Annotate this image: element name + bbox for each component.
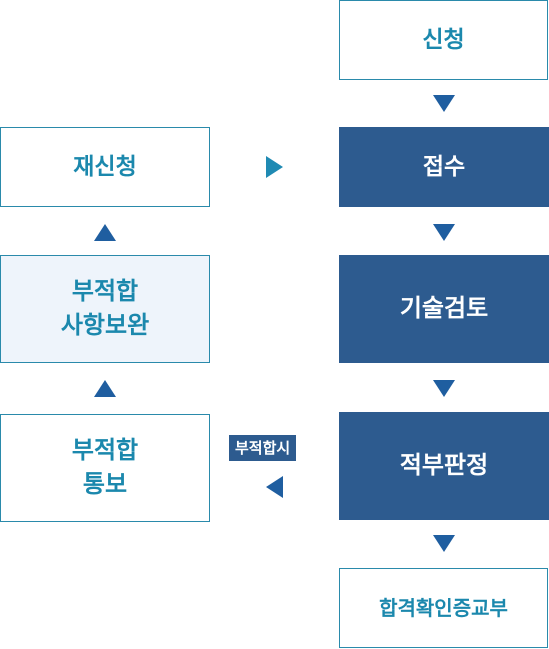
arrow-up-1	[94, 224, 116, 241]
arrow-down-1	[433, 95, 455, 112]
step-compliance-decision-label: 적부판정	[399, 451, 489, 480]
step-reapply: 재신청	[0, 127, 210, 207]
arrow-down-3	[433, 380, 455, 397]
step-nonconformity-notice-label: 부적합 통보	[71, 436, 139, 498]
if-nonconforming-tag: 부적합시	[229, 435, 297, 461]
step-apply-label: 신청	[422, 26, 465, 53]
step-apply: 신청	[339, 0, 548, 80]
step-nonconformity-supplement: 부적합 사항보완	[0, 255, 210, 363]
arrow-right-to-receipt	[266, 156, 283, 178]
step-reapply-label: 재신청	[73, 153, 137, 180]
step-nonconformity-notice: 부적합 통보	[0, 414, 210, 522]
arrow-up-2	[94, 380, 116, 397]
arrow-left-to-notice	[266, 476, 283, 498]
step-receipt: 접수	[339, 127, 549, 207]
step-certificate-issue-label: 합격확인증교부	[379, 596, 508, 620]
step-receipt-label: 접수	[422, 153, 466, 180]
step-nonconformity-supplement-label: 부적합 사항보완	[60, 277, 150, 339]
step-compliance-decision: 적부판정	[339, 412, 549, 520]
step-certificate-issue: 합격확인증교부	[339, 568, 548, 648]
arrow-down-4	[433, 535, 455, 552]
arrow-down-2	[433, 224, 455, 241]
step-technical-review-label: 기술검토	[399, 294, 489, 323]
step-technical-review: 기술검토	[339, 255, 549, 363]
